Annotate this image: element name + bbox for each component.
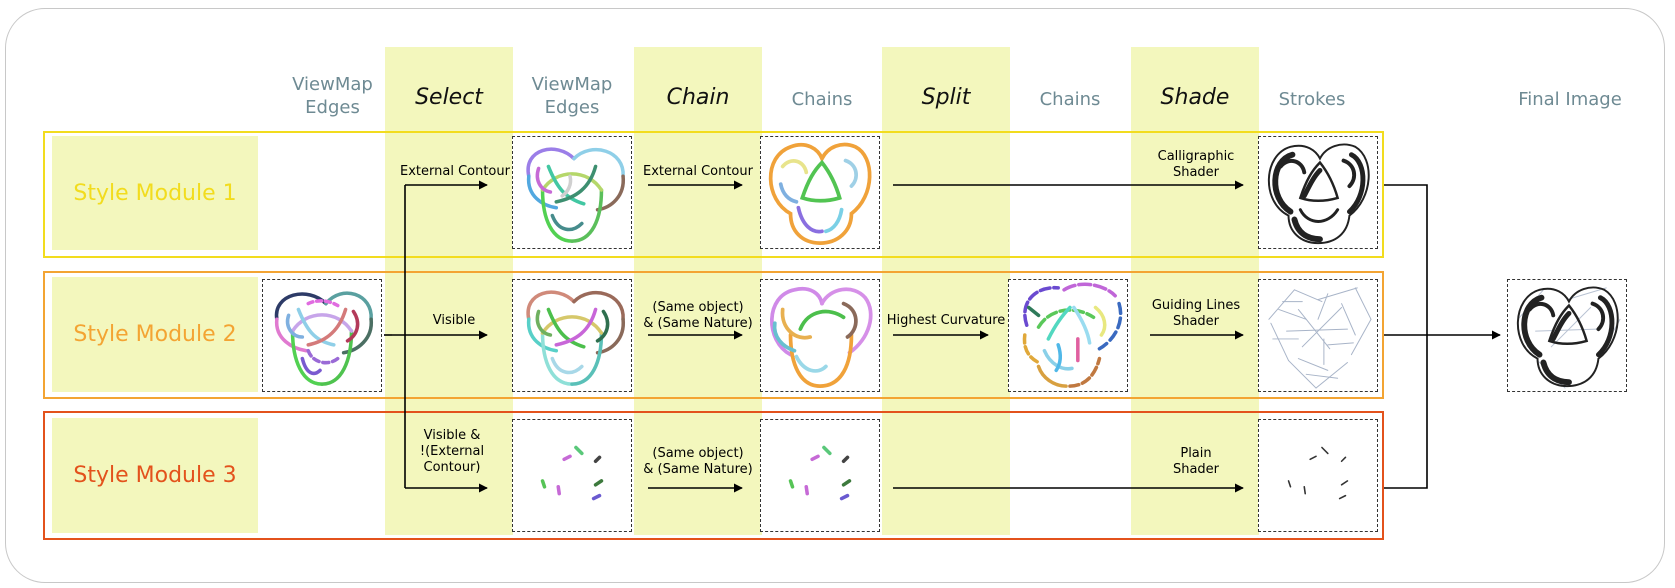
header-viewmap-edges-1: ViewMap Edges	[270, 73, 395, 119]
final-image-image	[1516, 286, 1621, 389]
m3-select-text: Visible & !(External Contour)	[419, 428, 485, 475]
m1-shade-text: Calligraphic Shader	[1157, 149, 1235, 180]
chain-band	[634, 47, 762, 535]
m1-select-text: External Contour	[400, 164, 510, 179]
header-chains-1: Chains	[760, 88, 884, 111]
m3-strokes-tile	[1258, 419, 1378, 532]
split-band	[882, 47, 1010, 535]
style-module-3-label: Style Module 3	[73, 463, 237, 488]
header-select: Select	[385, 86, 513, 109]
m1-chains-tile	[760, 136, 880, 249]
header-select-text: Select	[415, 85, 483, 110]
header-viewmap-edges-2-text: ViewMap Edges	[531, 74, 613, 118]
m3-shade-label: Plain Shader	[1150, 446, 1242, 478]
m3-strokes-image	[1287, 446, 1349, 500]
header-viewmap-edges-2: ViewMap Edges	[510, 73, 634, 119]
style-module-2-label: Style Module 2	[73, 322, 237, 347]
m2-chain-label: (Same object) & (Same Nature)	[636, 300, 760, 332]
m3-viewmap-edges-tile	[512, 419, 632, 532]
header-shade-text: Shade	[1160, 85, 1230, 110]
m1-viewmap-edges-tile	[512, 136, 632, 249]
m2-strokes-image	[1268, 287, 1372, 389]
m2-split-text: Highest Curvature	[886, 313, 1006, 328]
m2-viewmap-edges-image	[526, 290, 625, 386]
m2-chains-tile	[760, 279, 880, 392]
m2-shade-label: Guiding Lines Shader	[1136, 298, 1256, 330]
module-row-2	[43, 271, 1384, 399]
module-row-3	[43, 411, 1384, 540]
m2-split-chains-image	[1022, 282, 1123, 388]
viewmap-edges-input-image	[274, 291, 373, 386]
module-row-1	[43, 131, 1384, 258]
m3-select-label: Visible & !(External Contour)	[412, 428, 492, 476]
m2-chains-image	[770, 287, 873, 388]
m1-chains-image	[768, 142, 872, 245]
header-chain-text: Chain	[666, 85, 730, 110]
header-chain: Chain	[634, 86, 762, 109]
m1-shade-label: Calligraphic Shader	[1136, 149, 1256, 181]
style-module-3-box: Style Module 3	[52, 418, 258, 533]
m2-select-text: Visible	[432, 313, 476, 328]
m2-split-chains-tile	[1008, 279, 1128, 392]
header-chains-2: Chains	[1008, 88, 1132, 111]
diagram-frame	[5, 8, 1665, 583]
m1-select-label: External Contour	[390, 164, 520, 180]
final-image-tile	[1507, 279, 1627, 392]
header-chains-1-text: Chains	[791, 89, 853, 110]
header-final-image-text: Final Image	[1518, 89, 1622, 110]
m1-chain-label: External Contour	[638, 164, 758, 180]
m3-chain-label: (Same object) & (Same Nature)	[636, 446, 760, 478]
m1-chain-text: External Contour	[643, 164, 753, 179]
header-strokes-text: Strokes	[1278, 89, 1346, 110]
header-split: Split	[882, 86, 1010, 109]
viewmap-edges-input-tile	[262, 279, 382, 392]
header-strokes: Strokes	[1257, 88, 1367, 111]
style-module-2-box: Style Module 2	[52, 277, 258, 392]
header-split-text: Split	[921, 85, 971, 110]
m1-viewmap-edges-image	[526, 147, 625, 243]
m3-viewmap-edges-image	[540, 445, 604, 501]
m1-strokes-image	[1267, 143, 1370, 245]
m3-chains-image	[788, 445, 852, 501]
m2-strokes-tile	[1258, 279, 1378, 392]
m2-chain-text: (Same object) & (Same Nature)	[643, 300, 753, 331]
select-band	[385, 47, 513, 535]
m3-chains-tile	[760, 419, 880, 532]
header-viewmap-edges-1-text: ViewMap Edges	[292, 74, 373, 118]
m1-strokes-tile	[1258, 136, 1378, 249]
shade-band	[1131, 47, 1259, 535]
m2-select-label: Visible	[404, 313, 504, 329]
m3-chain-text: (Same object) & (Same Nature)	[643, 446, 753, 477]
style-module-1-box: Style Module 1	[52, 136, 258, 250]
m3-shade-text: Plain Shader	[1172, 446, 1220, 477]
m2-split-label: Highest Curvature	[884, 313, 1008, 329]
header-final-image: Final Image	[1500, 88, 1640, 111]
header-shade: Shade	[1131, 86, 1259, 109]
style-module-1-label: Style Module 1	[73, 180, 237, 206]
m2-viewmap-edges-tile	[512, 279, 632, 392]
header-chains-2-text: Chains	[1039, 89, 1101, 110]
m2-shade-text: Guiding Lines Shader	[1151, 298, 1241, 329]
